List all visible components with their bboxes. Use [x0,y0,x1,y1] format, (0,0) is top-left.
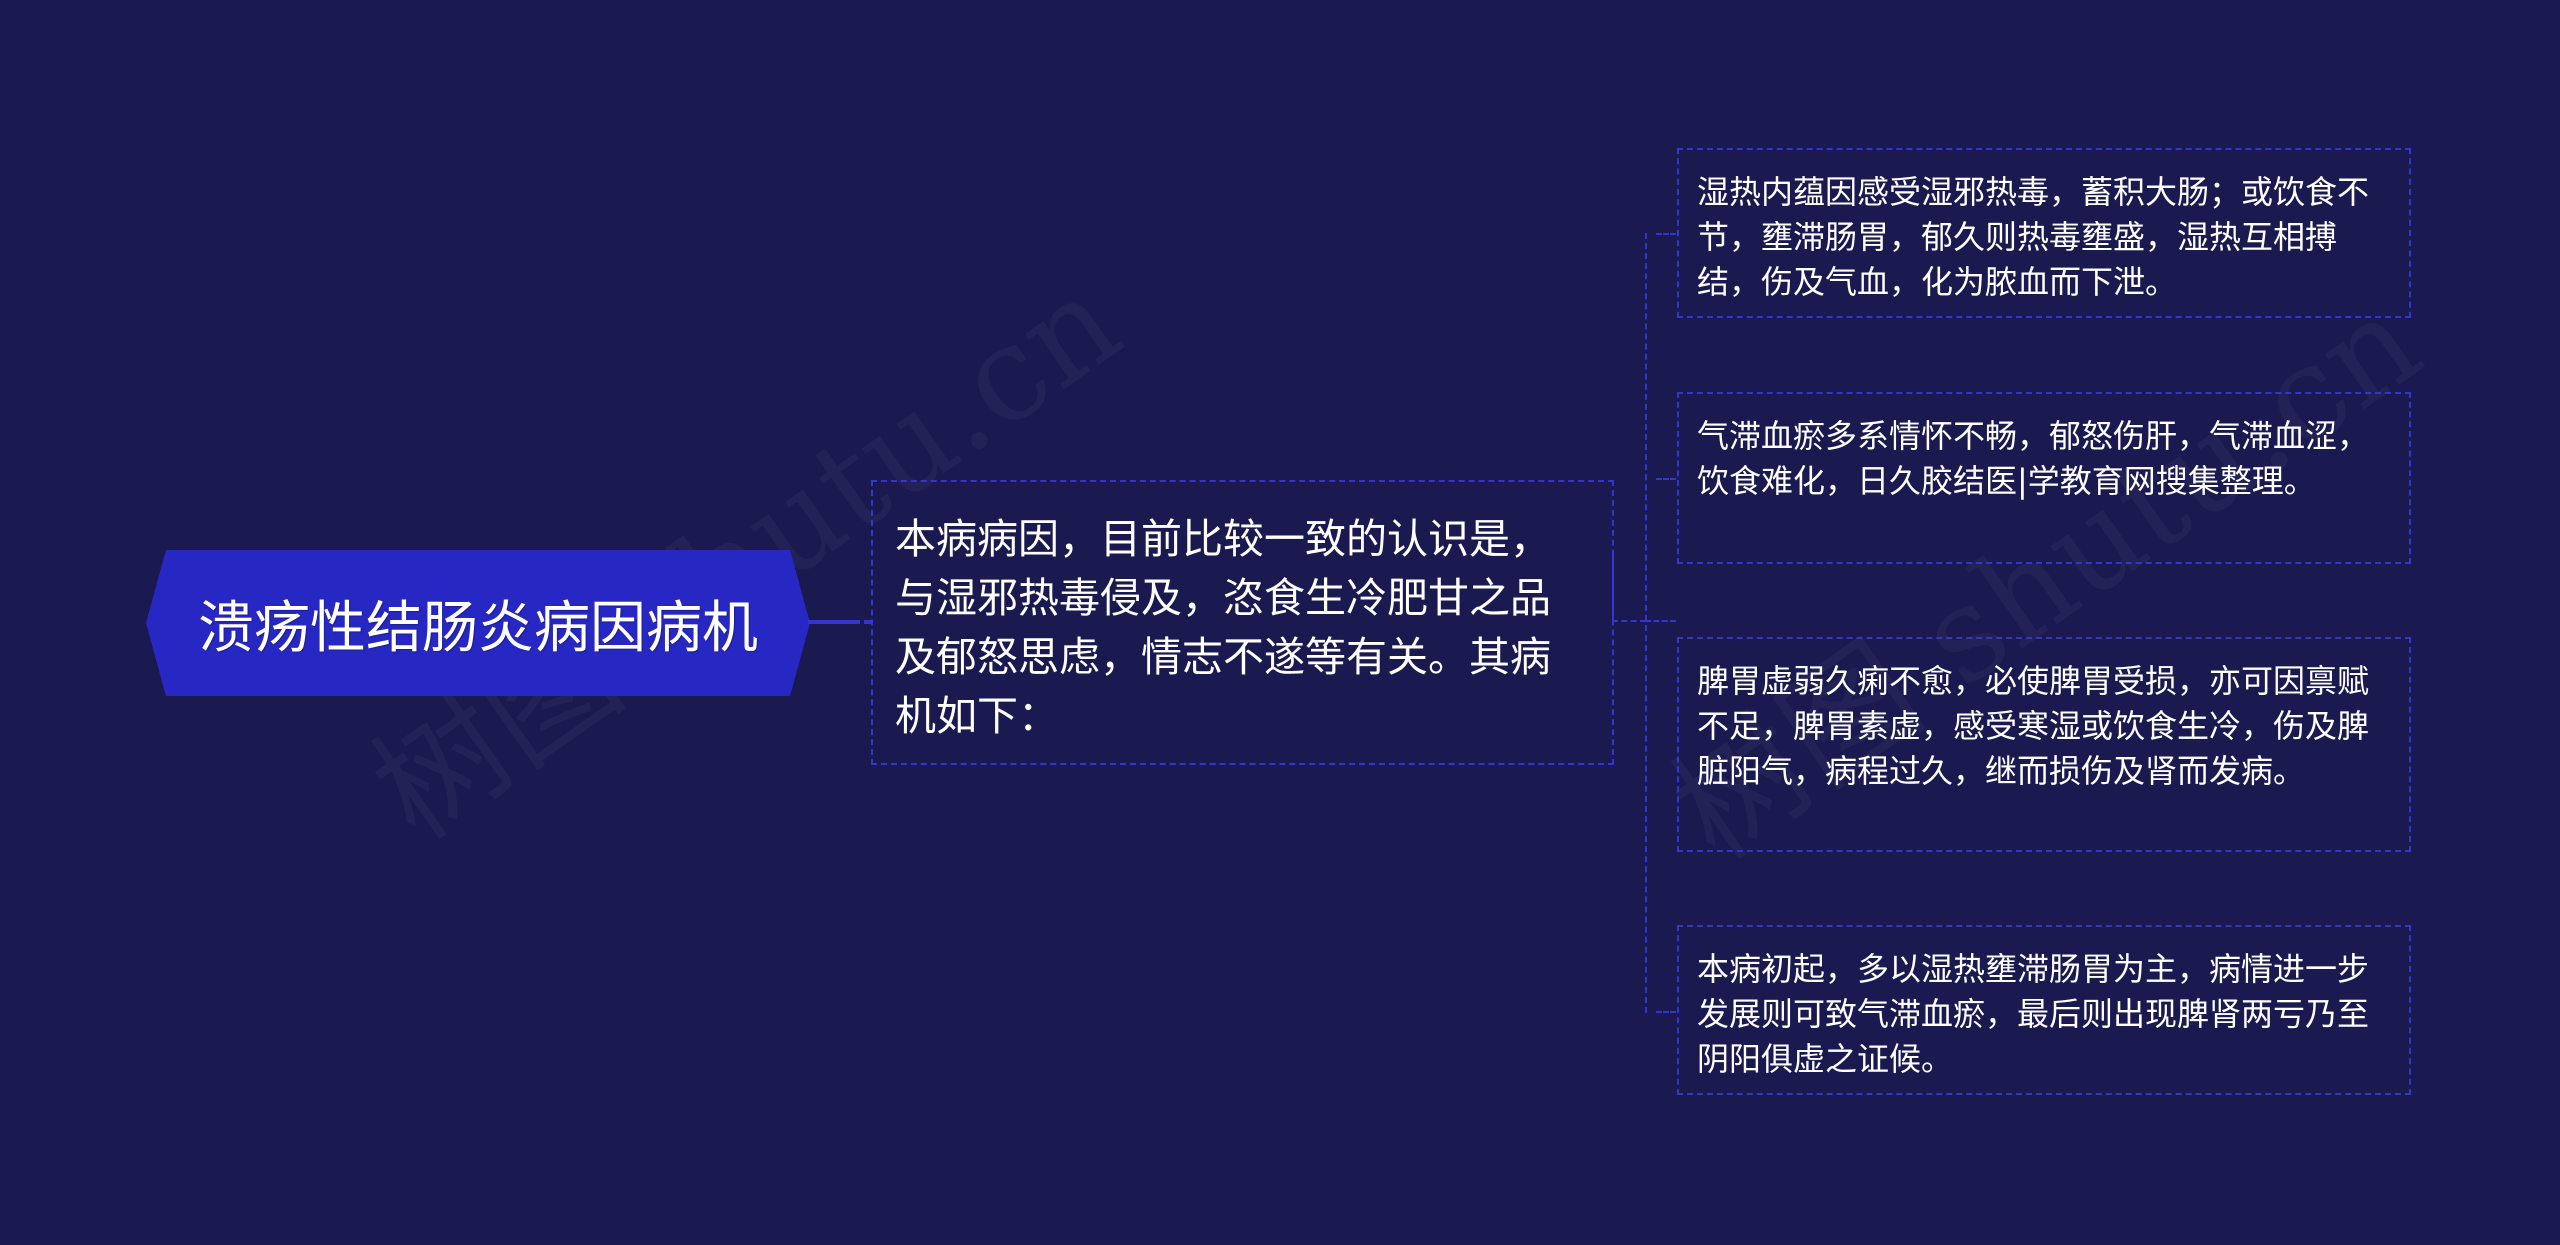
connector-branch-1 [1656,233,1676,235]
child-node-qi-stagnation[interactable]: 气滞血瘀多系情怀不畅，郁怒伤肝，气滞血涩，饮食难化，日久胶结医|学教育网搜集整理… [1677,392,2411,564]
connector-branch-3 [1645,620,1676,622]
connector-root-to-center-tip [864,620,872,624]
connector-center-elbow-horizontal [1612,620,1646,622]
center-node-text: 本病病因，目前比较一致的认识是，与湿邪热毒侵及，恣食生冷肥甘之品及郁怒思虑，情志… [895,515,1551,740]
child-node-text: 气滞血瘀多系情怀不畅，郁怒伤肝，气滞血涩，饮食难化，日久胶结医|学教育网搜集整理… [1697,417,2370,500]
child-node-spleen-deficiency[interactable]: 脾胃虚弱久痢不愈，必使脾胃受损，亦可因禀赋不足，脾胃素虚，感受寒湿或饮食生冷，伤… [1677,637,2411,852]
root-node-label: 溃疡性结肠炎病因病机 [198,595,758,661]
connector-trunk [1645,233,1647,1013]
child-node-damp-heat[interactable]: 湿热内蕴因感受湿邪热毒，蓄积大肠；或饮食不节，壅滞肠胃，郁久则热毒壅盛，湿热互相… [1677,148,2411,318]
child-node-text: 脾胃虚弱久痢不愈，必使脾胃受损，亦可因禀赋不足，脾胃素虚，感受寒湿或饮食生冷，伤… [1697,662,2370,790]
center-node[interactable]: 本病病因，目前比较一致的认识是，与湿邪热毒侵及，恣食生冷肥甘之品及郁怒思虑，情志… [871,480,1614,765]
connector-root-to-center [808,620,860,624]
child-node-text: 本病初起，多以湿热壅滞肠胃为主，病情进一步发展则可致气滞血瘀，最后则出现脾肾两亏… [1697,950,2370,1078]
root-node[interactable]: 溃疡性结肠炎病因病机 [146,550,810,696]
child-node-text: 湿热内蕴因感受湿邪热毒，蓄积大肠；或饮食不节，壅滞肠胃，郁久则热毒壅盛，湿热互相… [1697,173,2370,301]
child-node-progression[interactable]: 本病初起，多以湿热壅滞肠胃为主，病情进一步发展则可致气滞血瘀，最后则出现脾肾两亏… [1677,925,2411,1095]
connector-branch-2 [1656,478,1676,480]
connector-branch-4 [1656,1011,1676,1013]
connector-center-elbow-vertical [1612,555,1614,621]
